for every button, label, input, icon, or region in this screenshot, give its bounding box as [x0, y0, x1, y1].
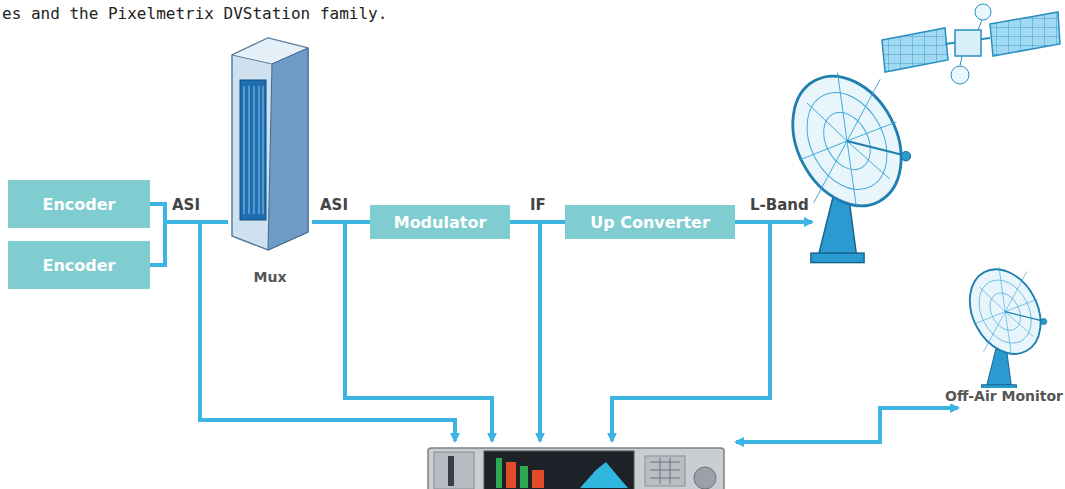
signal-name: ASI: [170, 196, 202, 214]
encoder-box: Encoder: [8, 241, 150, 289]
process-box: Modulator: [370, 205, 510, 239]
mux-unit: Mux: [228, 40, 312, 285]
analyzer-unit: [428, 448, 724, 489]
off-air-dish: [956, 257, 1055, 391]
off-air-monitor: Off-Air Monitor: [935, 262, 1065, 404]
uplink-dish: [771, 57, 922, 262]
signal-name: L-Band: [748, 196, 811, 214]
node-text: Up Converter: [590, 213, 710, 232]
header-text: es and the Pixelmetrix DVStation family.: [0, 4, 389, 23]
node-text: Encoder: [43, 195, 116, 214]
mux-rack: [232, 38, 308, 250]
node-text: Encoder: [43, 256, 116, 275]
node-text: Mux: [252, 269, 289, 285]
signal-line: [312, 220, 370, 224]
process-box: Up Converter: [565, 205, 735, 239]
node-text: Modulator: [394, 213, 487, 232]
signal-name: IF: [528, 196, 548, 214]
signal-line: [510, 220, 565, 224]
encoder-box: Encoder: [8, 180, 150, 228]
signal-line: [150, 222, 228, 265]
satellite: [882, 4, 1060, 84]
signal-name: ASI: [318, 196, 350, 214]
node-text: Off-Air Monitor: [943, 388, 1065, 404]
